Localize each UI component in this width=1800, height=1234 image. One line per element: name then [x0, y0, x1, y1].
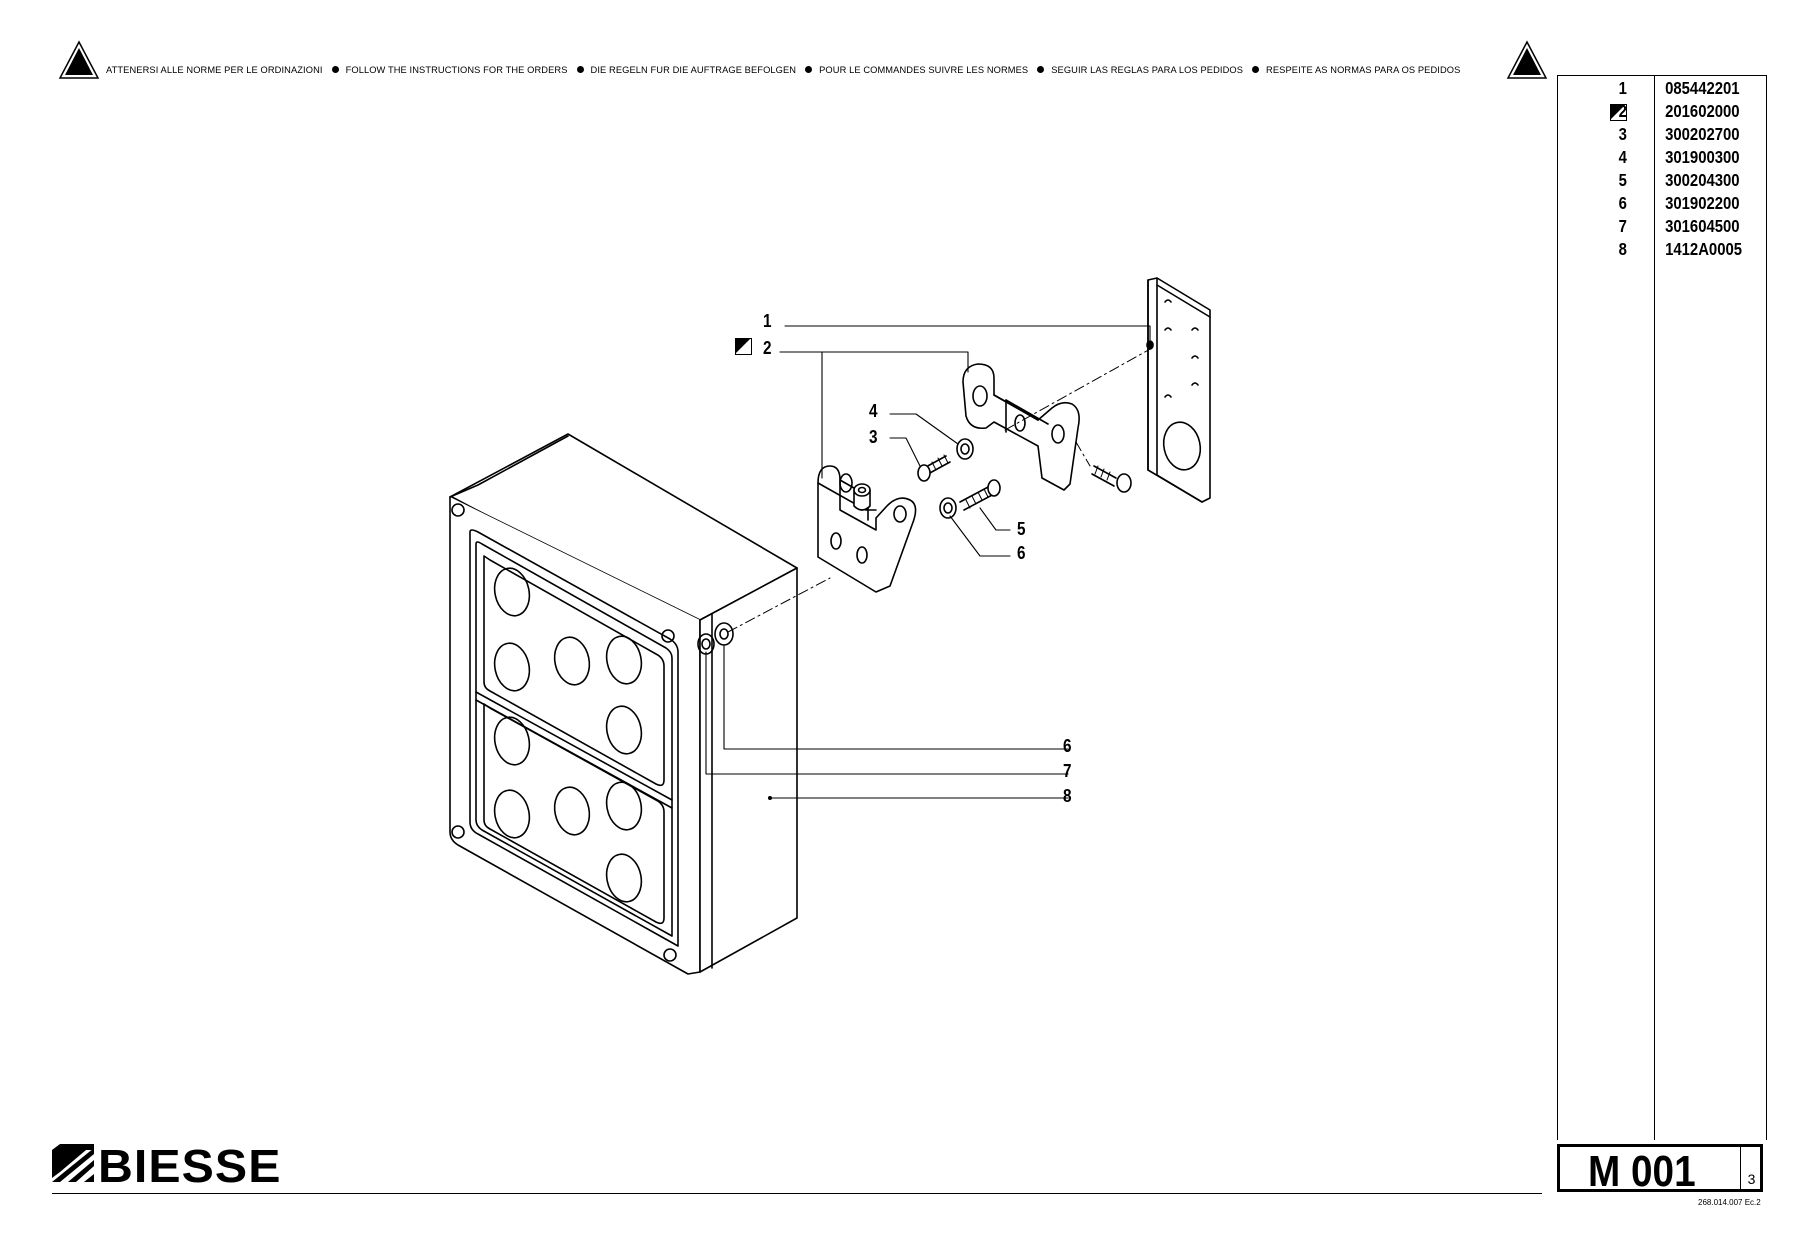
instruction-pt: RESPEITE AS NORMAS PARA OS PEDIDOS [1266, 65, 1461, 75]
leader-lines [705, 325, 1151, 799]
part-code: 301604500 [1665, 216, 1740, 236]
callout-3: 3 [869, 427, 878, 447]
callout-2: 2 [763, 338, 772, 358]
enclosure-box [449, 433, 798, 975]
assembly-marker-icon [735, 338, 752, 355]
part-code: 201602000 [1665, 101, 1740, 121]
brand-logo: BIESSE [52, 1140, 312, 1192]
instruction-es: SEGUIR LAS REGLAS PARA LOS PEDIDOS [1051, 65, 1244, 75]
callout-6: 6 [1017, 543, 1026, 563]
sheet-number: 3 [1747, 1171, 1756, 1187]
assembly-marker-icon [1610, 104, 1627, 121]
parts-table-divider [1654, 76, 1655, 1140]
screw-5 [959, 479, 1001, 511]
sheet-code: M 001 [1588, 1147, 1696, 1196]
part-number: 3 [1618, 124, 1627, 144]
screw-plate [1091, 465, 1132, 493]
parts-row: 4 301900300 [1558, 147, 1740, 170]
part-code: 301902200 [1665, 193, 1740, 213]
lower-bracket [817, 465, 917, 593]
callout-7: 7 [1063, 761, 1072, 781]
part-code: 300204300 [1665, 170, 1740, 190]
parts-table-top-border [1557, 75, 1767, 76]
footer-rule [52, 1193, 1542, 1194]
bullet-icon [331, 66, 339, 73]
parts-row: 6 301902200 [1558, 193, 1740, 216]
sheet-number-box: 3 [1740, 1144, 1763, 1192]
part-number: 7 [1618, 216, 1627, 236]
bullet-icon [805, 66, 813, 73]
warning-triangle-icon [58, 40, 100, 79]
part-number: 5 [1618, 170, 1627, 190]
instruction-fr: POUR LE COMMANDES SUIVRE LES NORMES [819, 65, 1029, 75]
warning-triangle-icon [1506, 40, 1548, 79]
parts-table: 1 085442201 2 201602000 3 300202700 4 30… [1557, 76, 1767, 1140]
parts-row: 7 301604500 [1558, 216, 1740, 239]
instruction-de: DIE REGELN FUR DIE AUFTRAGE BEFOLGEN [590, 65, 797, 75]
instruction-en: FOLLOW THE INSTRUCTIONS FOR THE ORDERS [345, 65, 568, 75]
callout-4: 4 [869, 401, 878, 421]
bullet-icon [1252, 66, 1260, 73]
part-code: 300202700 [1665, 124, 1740, 144]
part-number: 1 [1618, 78, 1627, 98]
parts-row: 1 085442201 [1558, 78, 1740, 101]
screw-3 [917, 454, 951, 482]
callout-1: 1 [763, 311, 772, 331]
instruction-it: ATTENERSI ALLE NORME PER LE ORDINAZIONI [106, 65, 323, 75]
document-reference: 268.014.007 Ec.2 [1698, 1198, 1761, 1207]
part-number: 4 [1618, 147, 1627, 167]
parts-row: 5 300204300 [1558, 170, 1740, 193]
part-code: 1412A0005 [1665, 239, 1743, 259]
sheet-code-box: M 001 [1557, 1144, 1763, 1196]
parts-row: 3 300202700 [1558, 124, 1740, 147]
parts-row: 8 1412A0005 [1558, 239, 1742, 262]
part-number: 8 [1618, 239, 1627, 259]
brand-name: BIESSE [98, 1140, 282, 1192]
part-code: 085442201 [1665, 78, 1740, 98]
part-code: 301900300 [1665, 147, 1740, 167]
part-number: 6 [1618, 193, 1627, 213]
callout-8: 8 [1063, 786, 1072, 806]
callout-5: 5 [1017, 519, 1026, 539]
center-lines [727, 347, 1153, 633]
order-instructions-header: ATTENERSI ALLE NORME PER LE ORDINAZIONI F… [58, 40, 1548, 82]
upper-bracket [962, 363, 1080, 491]
instructions-text: ATTENERSI ALLE NORME PER LE ORDINAZIONI F… [106, 65, 1502, 75]
washer-4 [956, 438, 974, 460]
callout-6: 6 [1063, 736, 1072, 756]
bullet-icon [1037, 66, 1045, 73]
bullet-icon [576, 66, 584, 73]
mounting-plate [1146, 277, 1211, 503]
biesse-logo-icon [52, 1144, 94, 1182]
washer-6 [939, 497, 957, 519]
